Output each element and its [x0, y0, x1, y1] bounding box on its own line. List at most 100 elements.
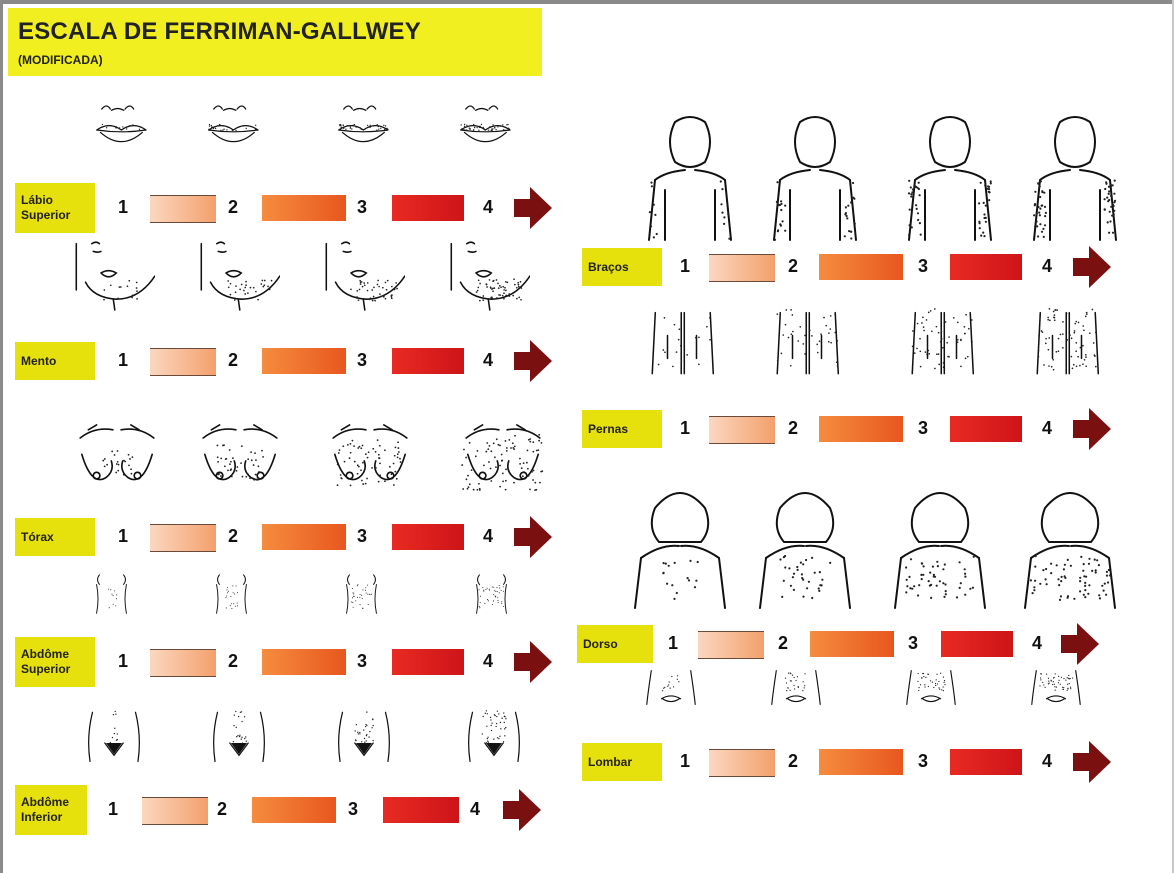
abd_sup-illustration-1 — [85, 570, 138, 635]
torax-illustration-2 — [195, 405, 285, 516]
scale-number-3: 3 — [918, 256, 928, 277]
gradient-bar-2 — [819, 416, 903, 442]
scale-number-4: 4 — [470, 799, 480, 820]
lombar-illustration-2 — [765, 665, 827, 741]
region-label-line2: Superior — [21, 662, 70, 677]
gradient-bar-2 — [819, 254, 903, 280]
pernas-illustration-3 — [900, 305, 984, 408]
abd_inf-illustration-4 — [460, 700, 528, 783]
region-label-line2: Inferior — [21, 810, 69, 825]
bracos-illustration-4 — [1020, 110, 1130, 245]
gradient-bar-1 — [150, 348, 216, 376]
scale-number-1: 1 — [680, 751, 690, 772]
region-label-line1: Tórax — [21, 530, 54, 545]
gradient-bar-1 — [709, 416, 775, 444]
scale-number-1: 1 — [118, 651, 128, 672]
arrow-icon — [514, 516, 552, 563]
lombar-illustration-1 — [640, 665, 702, 741]
scale-number-4: 4 — [1042, 751, 1052, 772]
abd_sup-illustration-3 — [335, 570, 388, 635]
gradient-bar-2 — [262, 348, 346, 374]
scale-number-3: 3 — [348, 799, 358, 820]
scale-number-1: 1 — [118, 197, 128, 218]
labio-illustration-3 — [330, 98, 398, 181]
pernas-illustration-1 — [640, 305, 724, 408]
scale-number-4: 4 — [1042, 418, 1052, 439]
region-label-torax: Tórax — [15, 518, 95, 556]
scale-number-3: 3 — [357, 350, 367, 371]
scale-number-1: 1 — [118, 526, 128, 547]
scale-number-2: 2 — [788, 751, 798, 772]
arrow-icon — [514, 641, 552, 688]
region-label-line1: Abdôme — [21, 795, 69, 810]
gradient-bar-2 — [262, 649, 346, 675]
bracos-illustration-2 — [760, 110, 870, 245]
scale-number-3: 3 — [357, 651, 367, 672]
gradient-bar-3 — [941, 631, 1013, 657]
gradient-bar-3 — [950, 416, 1022, 442]
dorso-illustration-3 — [885, 478, 995, 613]
scale-number-2: 2 — [778, 633, 788, 654]
region-label-pernas: Pernas — [582, 410, 662, 448]
arrow-icon — [514, 187, 552, 234]
scale-number-1: 1 — [108, 799, 118, 820]
pernas-illustration-4 — [1025, 305, 1109, 408]
arrow-icon — [1073, 408, 1111, 455]
scale-number-4: 4 — [483, 350, 493, 371]
gradient-bar-2 — [252, 797, 336, 823]
gradient-bar-1 — [150, 524, 216, 552]
gradient-bar-1 — [150, 649, 216, 677]
gradient-bar-2 — [819, 749, 903, 775]
scale-number-2: 2 — [217, 799, 227, 820]
gradient-bar-3 — [392, 348, 464, 374]
arrow-icon — [514, 340, 552, 387]
torax-illustration-4 — [458, 405, 548, 516]
mento-illustration-4 — [445, 236, 530, 340]
scale-number-4: 4 — [483, 651, 493, 672]
region-label-line1: Lombar — [588, 755, 632, 770]
lombar-illustration-3 — [900, 665, 962, 741]
scale-number-3: 3 — [918, 418, 928, 439]
scale-number-2: 2 — [228, 197, 238, 218]
bracos-illustration-3 — [895, 110, 1005, 245]
scale-number-3: 3 — [908, 633, 918, 654]
page-subtitle: (MODIFICADA) — [18, 53, 103, 67]
region-label-line1: Dorso — [583, 637, 618, 652]
dorso-illustration-2 — [750, 478, 860, 613]
gradient-bar-2 — [262, 195, 346, 221]
torax-illustration-1 — [72, 405, 162, 516]
region-label-line1: Lábio — [21, 193, 70, 208]
region-label-dorso: Dorso — [577, 625, 653, 663]
top-border — [0, 0, 1174, 4]
gradient-bar-2 — [810, 631, 894, 657]
region-label-line1: Abdôme — [21, 647, 70, 662]
scale-number-4: 4 — [1042, 256, 1052, 277]
gradient-bar-1 — [709, 254, 775, 282]
scale-number-3: 3 — [918, 751, 928, 772]
region-label-line1: Pernas — [588, 422, 628, 437]
labio-illustration-4 — [452, 98, 520, 181]
gradient-bar-3 — [392, 524, 464, 550]
scale-number-1: 1 — [118, 350, 128, 371]
lombar-illustration-4 — [1025, 665, 1087, 741]
region-label-bracos: Braços — [582, 248, 662, 286]
pernas-illustration-2 — [765, 305, 849, 408]
scale-number-4: 4 — [483, 526, 493, 547]
arrow-icon — [1073, 741, 1111, 788]
scale-number-2: 2 — [228, 651, 238, 672]
scale-number-4: 4 — [1032, 633, 1042, 654]
abd_inf-illustration-1 — [80, 700, 148, 783]
scale-number-4: 4 — [483, 197, 493, 218]
arrow-icon — [1061, 623, 1099, 670]
scale-number-3: 3 — [357, 526, 367, 547]
gradient-bar-3 — [392, 649, 464, 675]
arrow-icon — [1073, 246, 1111, 293]
mento-illustration-1 — [70, 236, 155, 340]
region-label-line1: Braços — [588, 260, 629, 275]
mento-illustration-3 — [320, 236, 405, 340]
bracos-illustration-1 — [635, 110, 745, 245]
scale-number-1: 1 — [680, 418, 690, 439]
scale-number-3: 3 — [357, 197, 367, 218]
